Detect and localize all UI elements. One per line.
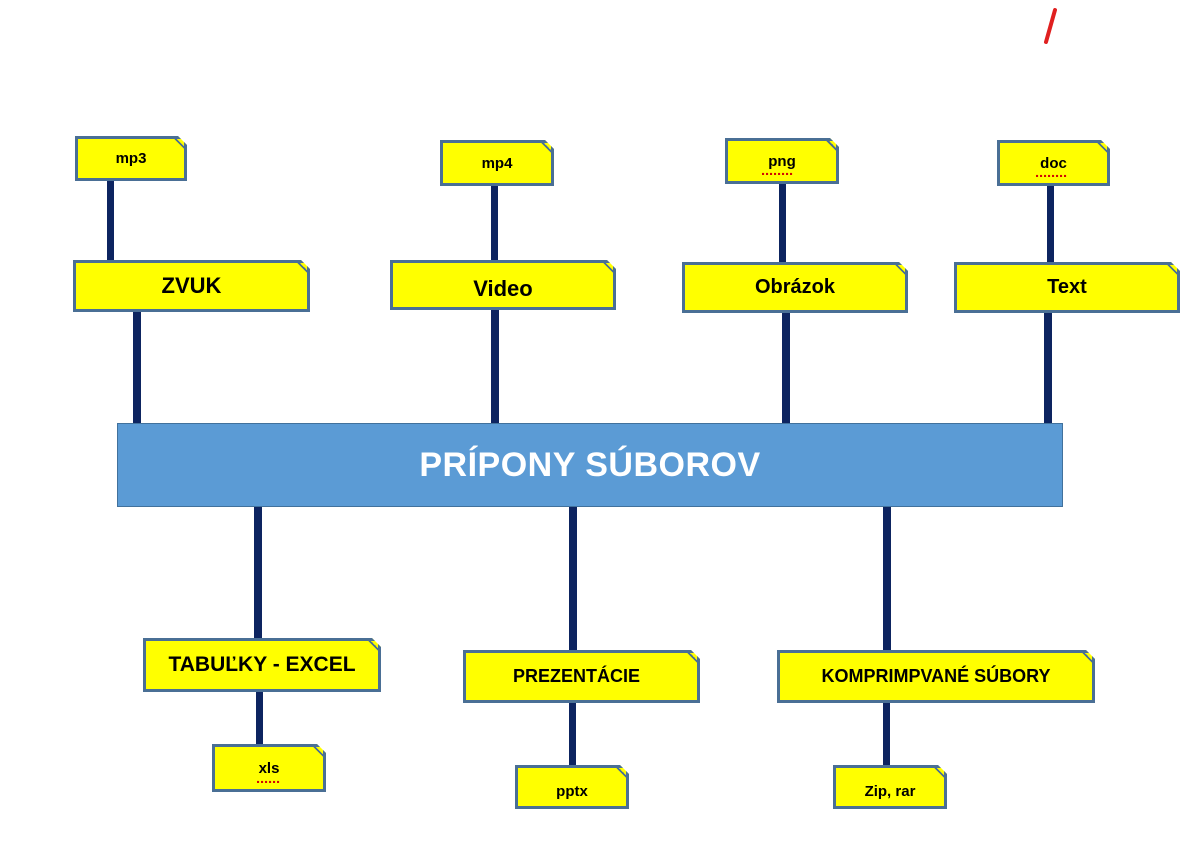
category-box-text: Text	[954, 262, 1180, 313]
connector-center-komprimovane	[883, 505, 891, 651]
extension-label-pptx: pptx	[556, 782, 588, 800]
connector-tabulky-xls	[256, 690, 263, 747]
connector-obrazok-center	[782, 311, 790, 425]
extension-label-mp3: mp3	[115, 150, 147, 167]
connector-png-obrazok	[779, 183, 786, 263]
connector-center-prezentacie	[569, 505, 577, 651]
extension-box-mp3: mp3	[75, 136, 187, 181]
extension-box-xls: xls	[212, 744, 326, 792]
extension-box-doc: doc	[997, 140, 1110, 186]
connector-video-center	[491, 308, 499, 425]
extension-label-zip-rar: Zip, rar	[864, 782, 916, 800]
extension-label-mp4: mp4	[481, 154, 513, 172]
category-box-tabulky: TABUĽKY - EXCEL	[143, 638, 381, 692]
spellcheck-squiggle-doc	[1036, 174, 1068, 177]
connector-text-center	[1044, 311, 1052, 425]
extension-label-png: png	[768, 153, 796, 170]
extension-box-zip-rar: Zip, rar	[833, 765, 947, 809]
category-label-komprimovane: KOMPRIMPVANÉ SÚBORY	[821, 666, 1051, 686]
category-box-video: Video	[390, 260, 616, 310]
red-annotation-mark	[1044, 8, 1057, 44]
category-label-text: Text	[1047, 276, 1087, 298]
central-node-label: PRÍPONY SÚBOROV	[419, 445, 761, 484]
connector-mp4-video	[491, 185, 498, 262]
spellcheck-squiggle-xls	[257, 780, 281, 783]
category-label-prezentacie: PREZENTÁCIE	[513, 666, 641, 686]
central-node: PRÍPONY SÚBOROV	[117, 423, 1063, 507]
extension-label-xls: xls	[258, 759, 280, 777]
connector-zvuk-center	[133, 310, 141, 425]
extension-box-pptx: pptx	[515, 765, 629, 809]
extension-label-doc: doc	[1040, 154, 1067, 172]
category-label-obrazok: Obrázok	[754, 276, 836, 298]
connector-center-tabulky	[254, 505, 262, 640]
category-box-prezentacie: PREZENTÁCIE	[463, 650, 700, 703]
category-label-tabulky: TABUĽKY - EXCEL	[168, 653, 356, 676]
connector-komprimovane-zip	[883, 700, 890, 767]
extension-box-png: png	[725, 138, 839, 184]
category-label-zvuk: ZVUK	[161, 273, 222, 298]
category-box-obrazok: Obrázok	[682, 262, 908, 313]
spellcheck-squiggle-png	[762, 172, 794, 175]
category-box-zvuk: ZVUK	[73, 260, 310, 312]
connector-doc-text	[1047, 184, 1054, 262]
connector-prezentacie-pptx	[569, 700, 576, 767]
category-box-komprimovane: KOMPRIMPVANÉ SÚBORY	[777, 650, 1095, 703]
category-label-video: Video	[473, 276, 533, 301]
extension-box-mp4: mp4	[440, 140, 554, 186]
connector-mp3-zvuk	[107, 180, 114, 262]
